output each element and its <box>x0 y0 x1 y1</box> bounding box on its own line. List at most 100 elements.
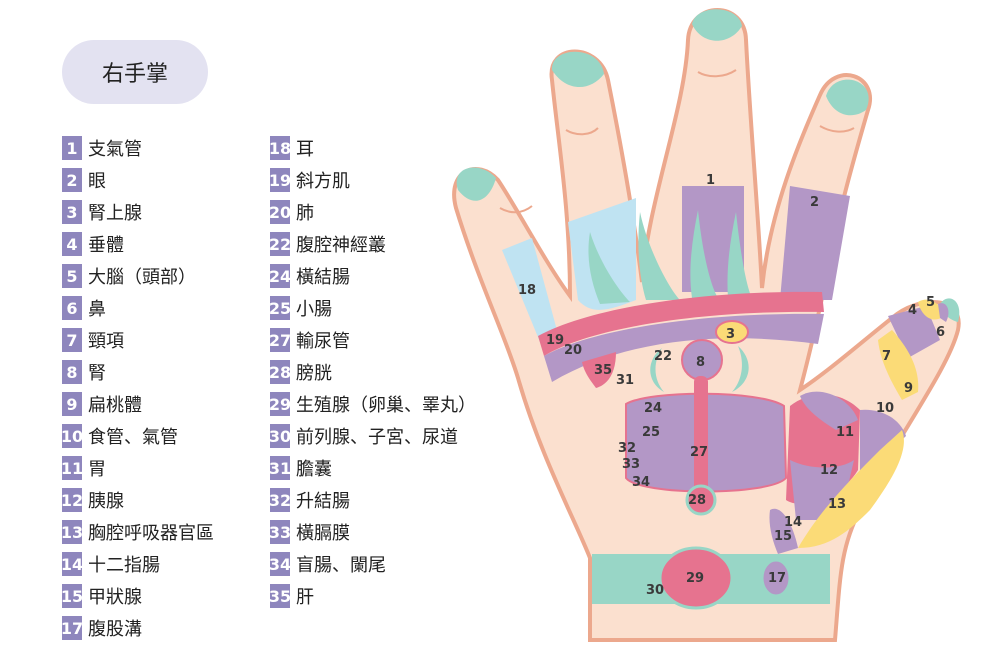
zone-pituitary <box>918 299 944 320</box>
zone-thumb-base <box>888 306 940 358</box>
hand-label-28: 28 <box>688 493 706 508</box>
legend-number: 11 <box>61 456 83 480</box>
legend-label: 橫膈膜 <box>296 523 350 544</box>
zone-eye <box>780 186 850 300</box>
legend-number: 3 <box>62 200 82 224</box>
legend-number: 30 <box>269 424 291 448</box>
hand-label-19: 19 <box>546 333 564 348</box>
legend-label: 膽囊 <box>296 459 332 480</box>
legend-number: 24 <box>269 264 291 288</box>
legend-label: 升結腸 <box>296 491 350 512</box>
legend-label: 橫結腸 <box>296 267 350 288</box>
legend-label: 前列腺、子宮、尿道 <box>296 427 458 448</box>
zone-genitals <box>658 546 734 610</box>
hand-label-32: 32 <box>618 441 636 456</box>
legend-label: 盲腸、闌尾 <box>296 555 386 576</box>
fingertip-middle <box>692 9 742 41</box>
legend-number: 1 <box>62 136 82 160</box>
legend-label: 生殖腺（卵巢、睪丸） <box>296 395 476 416</box>
zone-mint <box>638 212 680 300</box>
legend-number: 13 <box>61 520 83 544</box>
legend-number: 29 <box>269 392 291 416</box>
hand-label-34: 34 <box>632 475 650 490</box>
zone-stomach <box>800 391 858 430</box>
hand-label-15: 15 <box>774 529 792 544</box>
legend-number: 10 <box>61 424 83 448</box>
hand-label-30: 30 <box>646 583 664 598</box>
hand-label-20: 20 <box>564 343 582 358</box>
legend-number: 14 <box>61 552 83 576</box>
zone-liver <box>582 352 616 388</box>
legend-number: 17 <box>61 616 83 640</box>
hand-label-2: 2 <box>810 195 819 210</box>
legend-number: 4 <box>62 232 82 256</box>
hand-label-18: 18 <box>518 283 536 298</box>
zone-lung-blue <box>568 198 636 310</box>
legend-label: 輸尿管 <box>296 331 350 352</box>
fingertips <box>456 9 960 322</box>
finger-creases <box>499 69 855 214</box>
legend-label: 甲狀腺 <box>88 587 142 608</box>
zone-mint <box>727 212 752 298</box>
legend-label: 斜方肌 <box>296 171 350 192</box>
crease-line <box>697 69 737 78</box>
legend-label: 垂體 <box>88 235 124 256</box>
legend-label: 頸項 <box>88 331 124 352</box>
legend-item: 4 垂體 <box>62 228 214 260</box>
legend-number: 28 <box>269 360 291 384</box>
zone-thoracic <box>798 430 904 548</box>
zone-adrenal <box>715 320 749 344</box>
crease-line <box>499 205 533 214</box>
legend-label: 眼 <box>88 171 106 192</box>
zone-plexus <box>732 346 749 392</box>
crease-line <box>565 127 599 136</box>
hand-label-35: 35 <box>594 363 612 378</box>
legend-number: 9 <box>62 392 82 416</box>
legend-number: 15 <box>61 584 83 608</box>
legend-label: 腹腔神經叢 <box>296 235 386 256</box>
hand-label-7: 7 <box>882 349 891 364</box>
hand-label-9: 9 <box>904 381 913 396</box>
legend-number: 12 <box>61 488 83 512</box>
page-title-text: 右手掌 <box>101 62 168 87</box>
legend-label: 胸腔呼吸器官區 <box>88 523 214 544</box>
hand-label-3: 3 <box>726 327 735 342</box>
legend-number: 33 <box>269 520 291 544</box>
hand-label-17: 17 <box>768 571 786 586</box>
legend-number: 7 <box>62 328 82 352</box>
hand-label-29: 29 <box>686 571 704 586</box>
zone-ureter <box>694 376 708 494</box>
legend-number: 8 <box>62 360 82 384</box>
hand-label-6: 6 <box>936 325 945 340</box>
hand-label-10: 10 <box>876 401 894 416</box>
legend-label: 腎 <box>88 363 106 384</box>
zone-lung <box>544 313 824 382</box>
legend-label: 十二指腸 <box>88 555 160 576</box>
fingertip-pinky <box>456 167 496 201</box>
hand-label-25: 25 <box>642 425 660 440</box>
zone-trapezius <box>538 291 824 356</box>
zone-bladder <box>685 484 717 516</box>
crease-line <box>819 125 855 133</box>
